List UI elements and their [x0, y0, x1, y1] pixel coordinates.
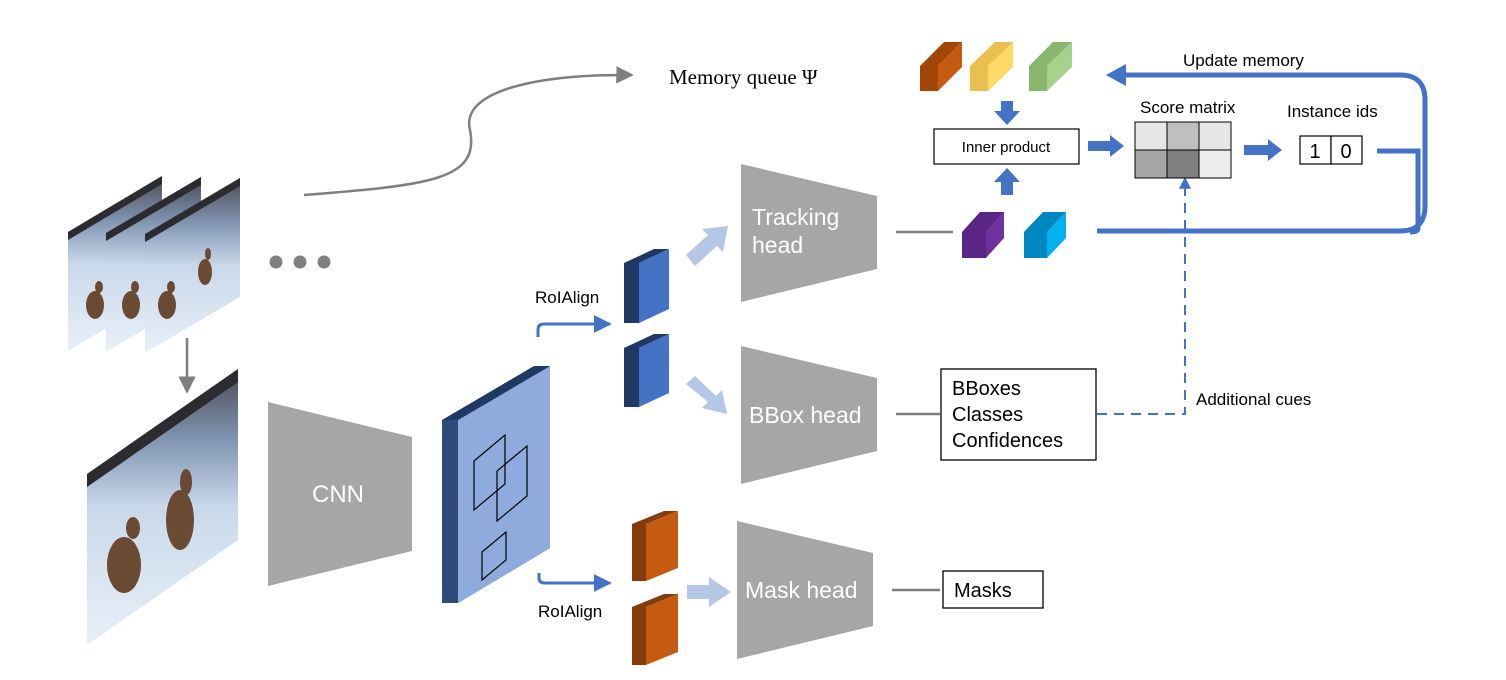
score-cell [1134, 149, 1168, 179]
score-matrix [1134, 121, 1232, 179]
inner-product-label: Inner product [962, 139, 1051, 156]
memory-embedding-orange [920, 42, 962, 91]
masks-label: Masks [954, 580, 1012, 602]
roialign-top-arrow [536, 315, 612, 337]
roialign-bottom-arrow [537, 573, 612, 592]
roi-feature-orange-1 [632, 511, 678, 581]
confidences-label: Confidences [952, 430, 1063, 452]
score-cell [1198, 149, 1232, 179]
roialign-bottom-label: RoIAlign [538, 602, 602, 621]
input-frame-3 [145, 178, 240, 353]
inner-product-to-score-arrow [1088, 135, 1124, 157]
mask-head-label: Mask head [745, 577, 858, 603]
to-tracking-head-arrow [686, 226, 728, 266]
feature-map [442, 366, 550, 603]
bbox-outputs-box: BBoxes Classes Confidences [940, 368, 1097, 461]
roi-feature-blue-2 [624, 334, 669, 407]
embedding-cyan [1024, 212, 1066, 258]
tracking-head: Tracking head [741, 164, 877, 302]
ellipsis-icon [269, 255, 331, 269]
inner-product-box: Inner product [933, 128, 1080, 165]
current-frame-image [87, 369, 238, 645]
classes-label: Classes [952, 404, 1023, 426]
instance-id-0: 1 [1309, 141, 1320, 163]
cnn-label: CNN [312, 481, 364, 508]
score-to-ids-arrow [1244, 139, 1282, 161]
to-bbox-head-arrow [686, 376, 727, 414]
bboxes-label: BBoxes [952, 378, 1021, 400]
memory-queue-curve [303, 66, 634, 197]
tracking-head-label-line2: head [752, 232, 803, 258]
to-mask-head-arrow [687, 577, 731, 607]
memory-embedding-green [1029, 42, 1072, 91]
score-cell [1166, 121, 1200, 151]
cnn-block: CNN [268, 402, 412, 586]
input-frame-stack [68, 176, 240, 353]
mask-head: Mask head [737, 521, 873, 659]
embeddings-to-inner-product-arrow [994, 168, 1020, 195]
score-cell [1198, 121, 1232, 151]
embedding-purple [962, 212, 1004, 258]
score-cell [1166, 149, 1200, 179]
score-matrix-label: Score matrix [1140, 98, 1236, 117]
score-cell [1134, 121, 1168, 151]
roi-feature-orange-2 [632, 594, 678, 665]
instance-ids-label: Instance ids [1287, 102, 1378, 121]
update-memory-label: Update memory [1183, 51, 1304, 70]
memory-to-inner-product-arrow [994, 101, 1020, 125]
additional-cues-label: Additional cues [1196, 390, 1311, 409]
memory-queue-label: Memory queue Ψ [669, 65, 818, 89]
bbox-head: BBox head [741, 346, 877, 484]
instance-ids-box: 1 0 [1299, 135, 1363, 165]
instance-id-1: 0 [1340, 141, 1351, 163]
memory-embedding-yellow [970, 42, 1013, 91]
update-memory-loop [1097, 72, 1428, 235]
update-memory-arrowhead [1106, 64, 1126, 86]
roialign-top-label: RoIAlign [535, 288, 599, 307]
additional-cues-dashed-arrow [1097, 176, 1191, 415]
bbox-head-label: BBox head [749, 402, 862, 428]
masks-box: Masks [942, 570, 1044, 609]
roi-feature-blue-1 [624, 249, 669, 323]
tracking-head-label-line1: Tracking [752, 204, 839, 230]
